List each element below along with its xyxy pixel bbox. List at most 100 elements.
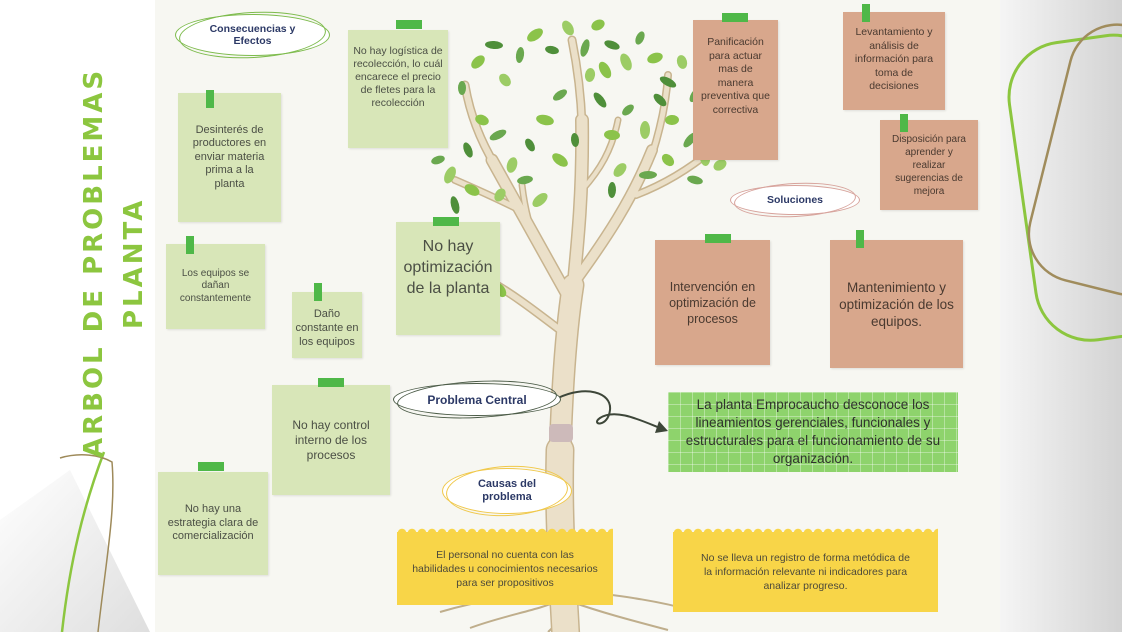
tree-branch: [462, 82, 498, 168]
note-maintenance-text: Mantenimiento y optimización de los equi…: [839, 279, 954, 329]
tree-leaf: [475, 114, 489, 126]
tree-leaf: [553, 89, 567, 101]
consequences-label-text: Consecuencias y Efectos: [209, 23, 296, 47]
right-panel: [1000, 0, 1122, 632]
tree-leaf: [499, 73, 511, 87]
tree-leaf: [635, 31, 645, 45]
tree-leaf: [584, 68, 596, 82]
tree-leaf: [463, 142, 473, 158]
tape: [722, 13, 748, 22]
tree-leaf: [570, 133, 580, 147]
central-problem-box: La planta Emprocaucho desconoce los line…: [668, 392, 958, 472]
tree-leaf: [647, 52, 663, 64]
tree-leaf: [515, 47, 525, 63]
tree-leaf: [458, 81, 466, 95]
tree-leaf: [471, 55, 485, 69]
tape: [314, 283, 322, 301]
note-logistics: No hay logística de recolección, lo cuál…: [348, 30, 448, 148]
central-arrow: [557, 390, 661, 429]
tree-foliage: [431, 19, 729, 298]
tape: [318, 378, 344, 387]
solutions-label: Soluciones: [730, 185, 860, 215]
note-learning: Disposición para aprender y realizar sug…: [880, 120, 978, 210]
tree-leaf: [552, 153, 568, 167]
tree-leaf: [687, 175, 703, 185]
tree-leaf: [464, 184, 480, 196]
tree-leaf: [444, 166, 456, 184]
note-data-analysis: Levantamiento y análisis de información …: [843, 12, 945, 110]
tree-leaf: [591, 19, 605, 31]
cause-text-1: El personal no cuenta con las habilidade…: [412, 548, 598, 589]
note-equipment-failures: Los equipos se dañan constantemente: [166, 244, 265, 329]
tree-branch: [580, 118, 620, 192]
tree-leaf: [431, 155, 445, 165]
causes-label-text: Causas del problema: [477, 478, 537, 503]
tree-leaf: [450, 196, 460, 214]
note-disinterest-text: Desinterés de productores en enviar mate…: [192, 123, 267, 190]
tree-leaf: [525, 138, 535, 152]
tape: [396, 20, 422, 29]
decor-brown-frame: [1027, 23, 1122, 297]
causes-label: Causas del problema: [442, 468, 572, 514]
trunk-ring: [549, 424, 573, 442]
tree-leaf: [639, 121, 651, 139]
tree-branch: [520, 183, 542, 252]
tape: [186, 236, 194, 254]
tree-leaf: [562, 20, 574, 36]
tree-branch: [569, 37, 585, 128]
note-no-optimization: No hay optimización de la planta: [396, 222, 500, 335]
tape: [705, 234, 731, 243]
note-no-strategy-text: No hay una estrategia clara de comercial…: [167, 503, 259, 543]
note-logistics-text: No hay logística de recolección, lo cuál…: [353, 45, 443, 109]
note-no-strategy: No hay una estrategia clara de comercial…: [158, 472, 268, 575]
central-problem-label: Problema Central: [393, 383, 561, 416]
slide-title: ARBOL DE PROBLEMAS PLANTA: [74, 58, 154, 468]
tree-leaf: [676, 55, 688, 69]
tree-leaf: [613, 163, 627, 177]
tree-leaf: [545, 45, 559, 55]
cause-box-2: No se lleva un registro de forma metódic…: [673, 527, 938, 612]
tape: [198, 462, 224, 471]
note-no-internal-control: No hay control interno de los procesos: [272, 385, 390, 495]
title-line-1: ARBOL DE PROBLEMAS: [79, 67, 109, 459]
tape: [900, 114, 908, 132]
tree-branch: [452, 177, 523, 213]
note-process-intervention: Intervención en optimización de procesos: [655, 240, 770, 365]
note-disinterest: Desinterés de productores en enviar mate…: [178, 93, 281, 222]
tree-leaf: [604, 129, 620, 141]
note-no-internal-control-text: No hay control interno de los procesos: [292, 417, 370, 462]
central-problem-label-text: Problema Central: [427, 392, 527, 407]
tree-leaf: [661, 153, 675, 167]
tree-leaf: [580, 39, 590, 57]
tree-leaf: [485, 40, 503, 50]
tree-leaf: [506, 157, 518, 173]
note-learning-text: Disposición para aprender y realizar sug…: [892, 133, 966, 197]
consequences-label: Consecuencias y Efectos: [175, 14, 330, 56]
tree-leaf: [517, 175, 533, 185]
tree-leaf: [532, 192, 548, 208]
tree-leaf: [653, 93, 667, 107]
tree-branch: [571, 145, 657, 285]
tape: [856, 230, 864, 248]
tree-leaf: [620, 53, 632, 71]
tree-leaf: [593, 92, 607, 108]
note-no-optimization-text: No hay optimización de la planta: [403, 238, 493, 297]
note-planning: Panificación para actuar mas de manera p…: [693, 20, 778, 160]
tree-leaf: [607, 182, 617, 198]
tree-leaf: [527, 28, 543, 42]
tree-leaf: [604, 40, 620, 50]
note-data-analysis-text: Levantamiento y análisis de información …: [854, 26, 934, 92]
decor-green-line: [60, 451, 106, 632]
tree-branch: [567, 114, 588, 296]
tree-leaf: [639, 170, 657, 180]
tape: [862, 4, 870, 22]
tree-leaf: [489, 129, 507, 141]
tree-root: [571, 601, 669, 631]
tree-leaf: [665, 114, 679, 126]
decor-brown-line: [59, 454, 114, 632]
cause-text-2: No se lleva un registro de forma metódic…: [701, 552, 910, 592]
tree-leaf: [713, 159, 727, 171]
note-maintenance: Mantenimiento y optimización de los equi…: [830, 240, 963, 368]
note-equipment-failures-text: Los equipos se dañan constantemente: [179, 267, 252, 304]
tree-leaf: [598, 61, 612, 79]
